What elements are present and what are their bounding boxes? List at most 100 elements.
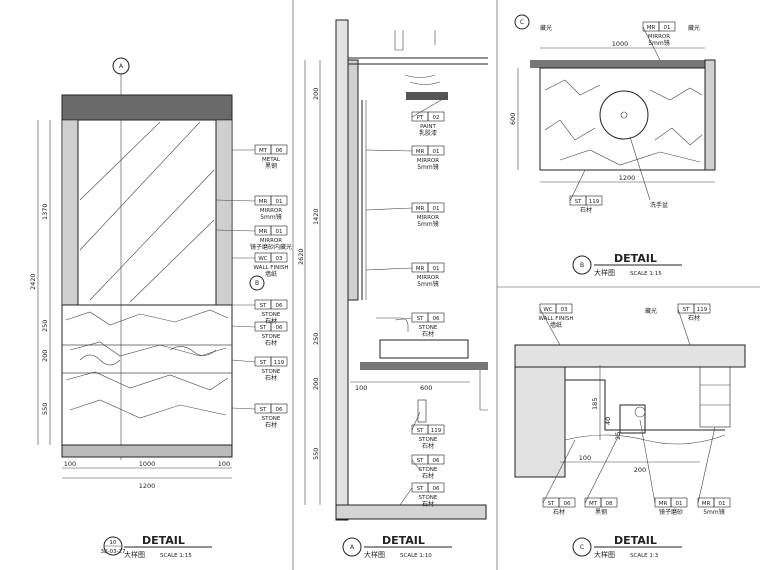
br-subtitle: 大样图 bbox=[594, 550, 615, 559]
svg-text:185: 185 bbox=[591, 398, 599, 410]
tag-number: 01 bbox=[433, 149, 440, 155]
tag-number: 119 bbox=[274, 360, 285, 366]
basin bbox=[379, 339, 469, 359]
tag-code: ST bbox=[260, 303, 267, 309]
svg-text:B: B bbox=[255, 280, 259, 287]
svg-text:C: C bbox=[580, 544, 584, 551]
tag-code: MT bbox=[589, 501, 598, 507]
tag-cn: 石材 bbox=[265, 421, 277, 429]
mirror-strip bbox=[530, 60, 715, 68]
tag-code: MR bbox=[659, 501, 668, 507]
tag-number: 01 bbox=[433, 266, 440, 272]
tag-code: MR bbox=[647, 25, 656, 31]
tag-cn: 5mm镜 bbox=[417, 220, 439, 228]
tag-code: WC bbox=[543, 307, 552, 313]
tag-code: ST bbox=[683, 307, 690, 313]
ceiling-band bbox=[61, 94, 233, 121]
wall bbox=[335, 19, 349, 521]
tag-code: MR bbox=[259, 199, 268, 205]
svg-text:C: C bbox=[520, 19, 524, 26]
tag-number: 119 bbox=[697, 307, 708, 313]
tag-number: 01 bbox=[276, 229, 283, 235]
wall-lining bbox=[347, 59, 359, 301]
tag-code: MT bbox=[259, 148, 268, 154]
tag-cn: 5mm镜 bbox=[417, 163, 439, 171]
section-marker-c bbox=[514, 14, 530, 30]
svg-text:3E-03-27: 3E-03-27 bbox=[101, 549, 126, 555]
tag-cn: 黑钢 bbox=[595, 508, 607, 516]
tag-cn: 石材 bbox=[422, 442, 434, 450]
dim: 250 bbox=[312, 333, 320, 345]
tag-code: MR bbox=[416, 149, 425, 155]
tag-number: 01 bbox=[676, 501, 683, 507]
tag-code: ST bbox=[260, 407, 267, 413]
svg-text:40: 40 bbox=[604, 417, 612, 425]
tag-number: 03 bbox=[276, 256, 283, 262]
tag-cn: 镜子磨砂内藏光 bbox=[250, 243, 292, 251]
left-scale: SCALE 1:15 bbox=[160, 553, 192, 559]
svg-text:200: 200 bbox=[634, 466, 646, 474]
dim-mirror-width: 1000 bbox=[139, 460, 156, 468]
tag-code: MR bbox=[259, 229, 268, 235]
tag-number: 06 bbox=[276, 148, 283, 154]
tag-number: 06 bbox=[433, 486, 440, 492]
tag-cn: 石材 bbox=[265, 339, 277, 347]
tag-desc: WALL FINISH bbox=[539, 316, 574, 322]
section-marker-letter: A bbox=[119, 63, 124, 70]
middle-section: 200 1420 2620 250 200 550 100 600 bbox=[297, 19, 488, 521]
dim-stone-mid: 200 bbox=[41, 350, 49, 362]
dim: 1420 bbox=[312, 208, 320, 225]
svg-text:B: B bbox=[580, 262, 584, 269]
tag-code: MR bbox=[416, 206, 425, 212]
tag-desc: MIRROR bbox=[260, 238, 282, 244]
tr-scale: SCALE 1:15 bbox=[630, 271, 662, 277]
basin-circle bbox=[599, 90, 649, 140]
svg-text:600: 600 bbox=[509, 113, 517, 125]
dim: 550 bbox=[312, 448, 320, 460]
tag-number: 01 bbox=[276, 199, 283, 205]
tag-cn: 墙纸 bbox=[265, 270, 277, 278]
side-panel-left bbox=[61, 119, 79, 306]
svg-text:25: 25 bbox=[614, 432, 622, 440]
tag-desc: STONE bbox=[262, 416, 281, 422]
tag-code: ST bbox=[575, 199, 582, 205]
left-subtitle: 大样图 bbox=[124, 550, 145, 559]
tag-desc: STONE bbox=[262, 369, 281, 375]
mirror bbox=[77, 119, 217, 306]
tag-cn: 5mm镜 bbox=[417, 280, 439, 288]
dim: 200 bbox=[312, 378, 320, 390]
tag-code: ST bbox=[260, 325, 267, 331]
tag-number: 06 bbox=[564, 501, 571, 507]
tag-desc: STONE bbox=[262, 312, 281, 318]
side-panel-right bbox=[215, 119, 233, 306]
tag-number: 06 bbox=[276, 407, 283, 413]
tag-number: 03 bbox=[561, 307, 568, 313]
svg-text:A: A bbox=[350, 544, 355, 551]
tag-cn: 石材 bbox=[688, 314, 700, 322]
tag-number: 06 bbox=[276, 325, 283, 331]
title-bubble bbox=[342, 537, 362, 557]
tag-code: ST bbox=[417, 316, 424, 322]
countertop bbox=[360, 362, 488, 370]
tag-desc: MIRROR bbox=[417, 215, 439, 221]
tag-code: ST bbox=[260, 360, 267, 366]
tag-cn: 石材 bbox=[580, 206, 592, 214]
tag-desc: MIRROR bbox=[260, 208, 282, 214]
